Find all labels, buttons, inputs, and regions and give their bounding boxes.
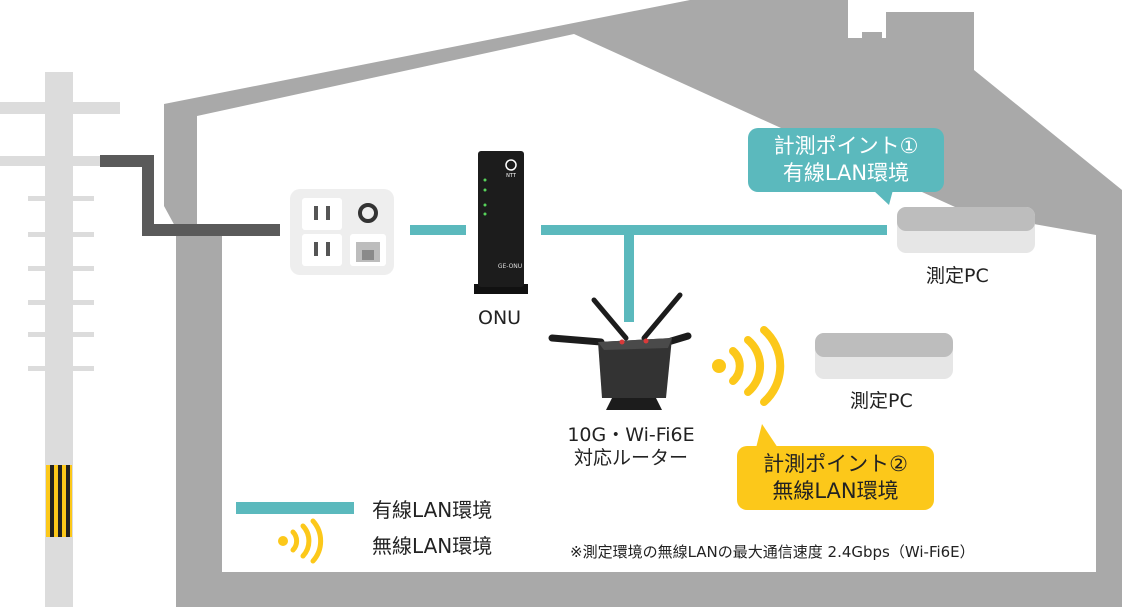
callout-point1-line2: 有線LAN環境 xyxy=(782,161,910,185)
router-label-line2: 対応ルーター xyxy=(573,447,688,469)
legend-wired-line xyxy=(236,502,354,514)
utility-pole xyxy=(0,72,120,607)
external-cable xyxy=(100,155,280,236)
onu-device xyxy=(474,151,528,294)
router-label-line1: 10G・Wi-Fi6E xyxy=(567,424,695,446)
pc2-label: 測定PC xyxy=(850,390,913,412)
pc1-label: 測定PC xyxy=(926,265,989,287)
legend-wireless-label: 無線LAN環境 xyxy=(372,534,493,558)
onu-model-text: GE-ONU xyxy=(498,263,522,270)
router-device xyxy=(548,292,692,410)
onu-label: ONU xyxy=(478,307,522,329)
wireless-waves xyxy=(712,326,785,406)
wall-outlet xyxy=(290,189,394,275)
callout-point2-line1: 計測ポイント② xyxy=(763,452,908,476)
chimney-detail xyxy=(862,32,882,66)
legend-wired-label: 有線LAN環境 xyxy=(372,498,493,522)
callout-point2: 計測ポイント② 無線LAN環境 xyxy=(737,446,934,510)
legend-wireless-icon xyxy=(278,518,324,564)
chimney-detail-2 xyxy=(905,32,967,62)
onu-brand-text: NTT xyxy=(506,173,517,179)
pc1-device xyxy=(897,207,1035,253)
house-outline xyxy=(164,0,1122,607)
callout-point1-line1: 計測ポイント① xyxy=(773,134,919,158)
callout-point1: 計測ポイント① 有線LAN環境 xyxy=(748,128,944,192)
callout1-tail xyxy=(873,190,893,205)
callout-point2-line2: 無線LAN環境 xyxy=(772,479,899,503)
callout2-tail xyxy=(756,424,778,448)
pc2-device xyxy=(815,333,953,379)
pole-warning-stripes xyxy=(46,465,72,537)
speed-note: ※測定環境の無線LANの最大通信速度 2.4Gbps（Wi-Fi6E） xyxy=(570,543,975,561)
wired-lines xyxy=(410,225,887,322)
